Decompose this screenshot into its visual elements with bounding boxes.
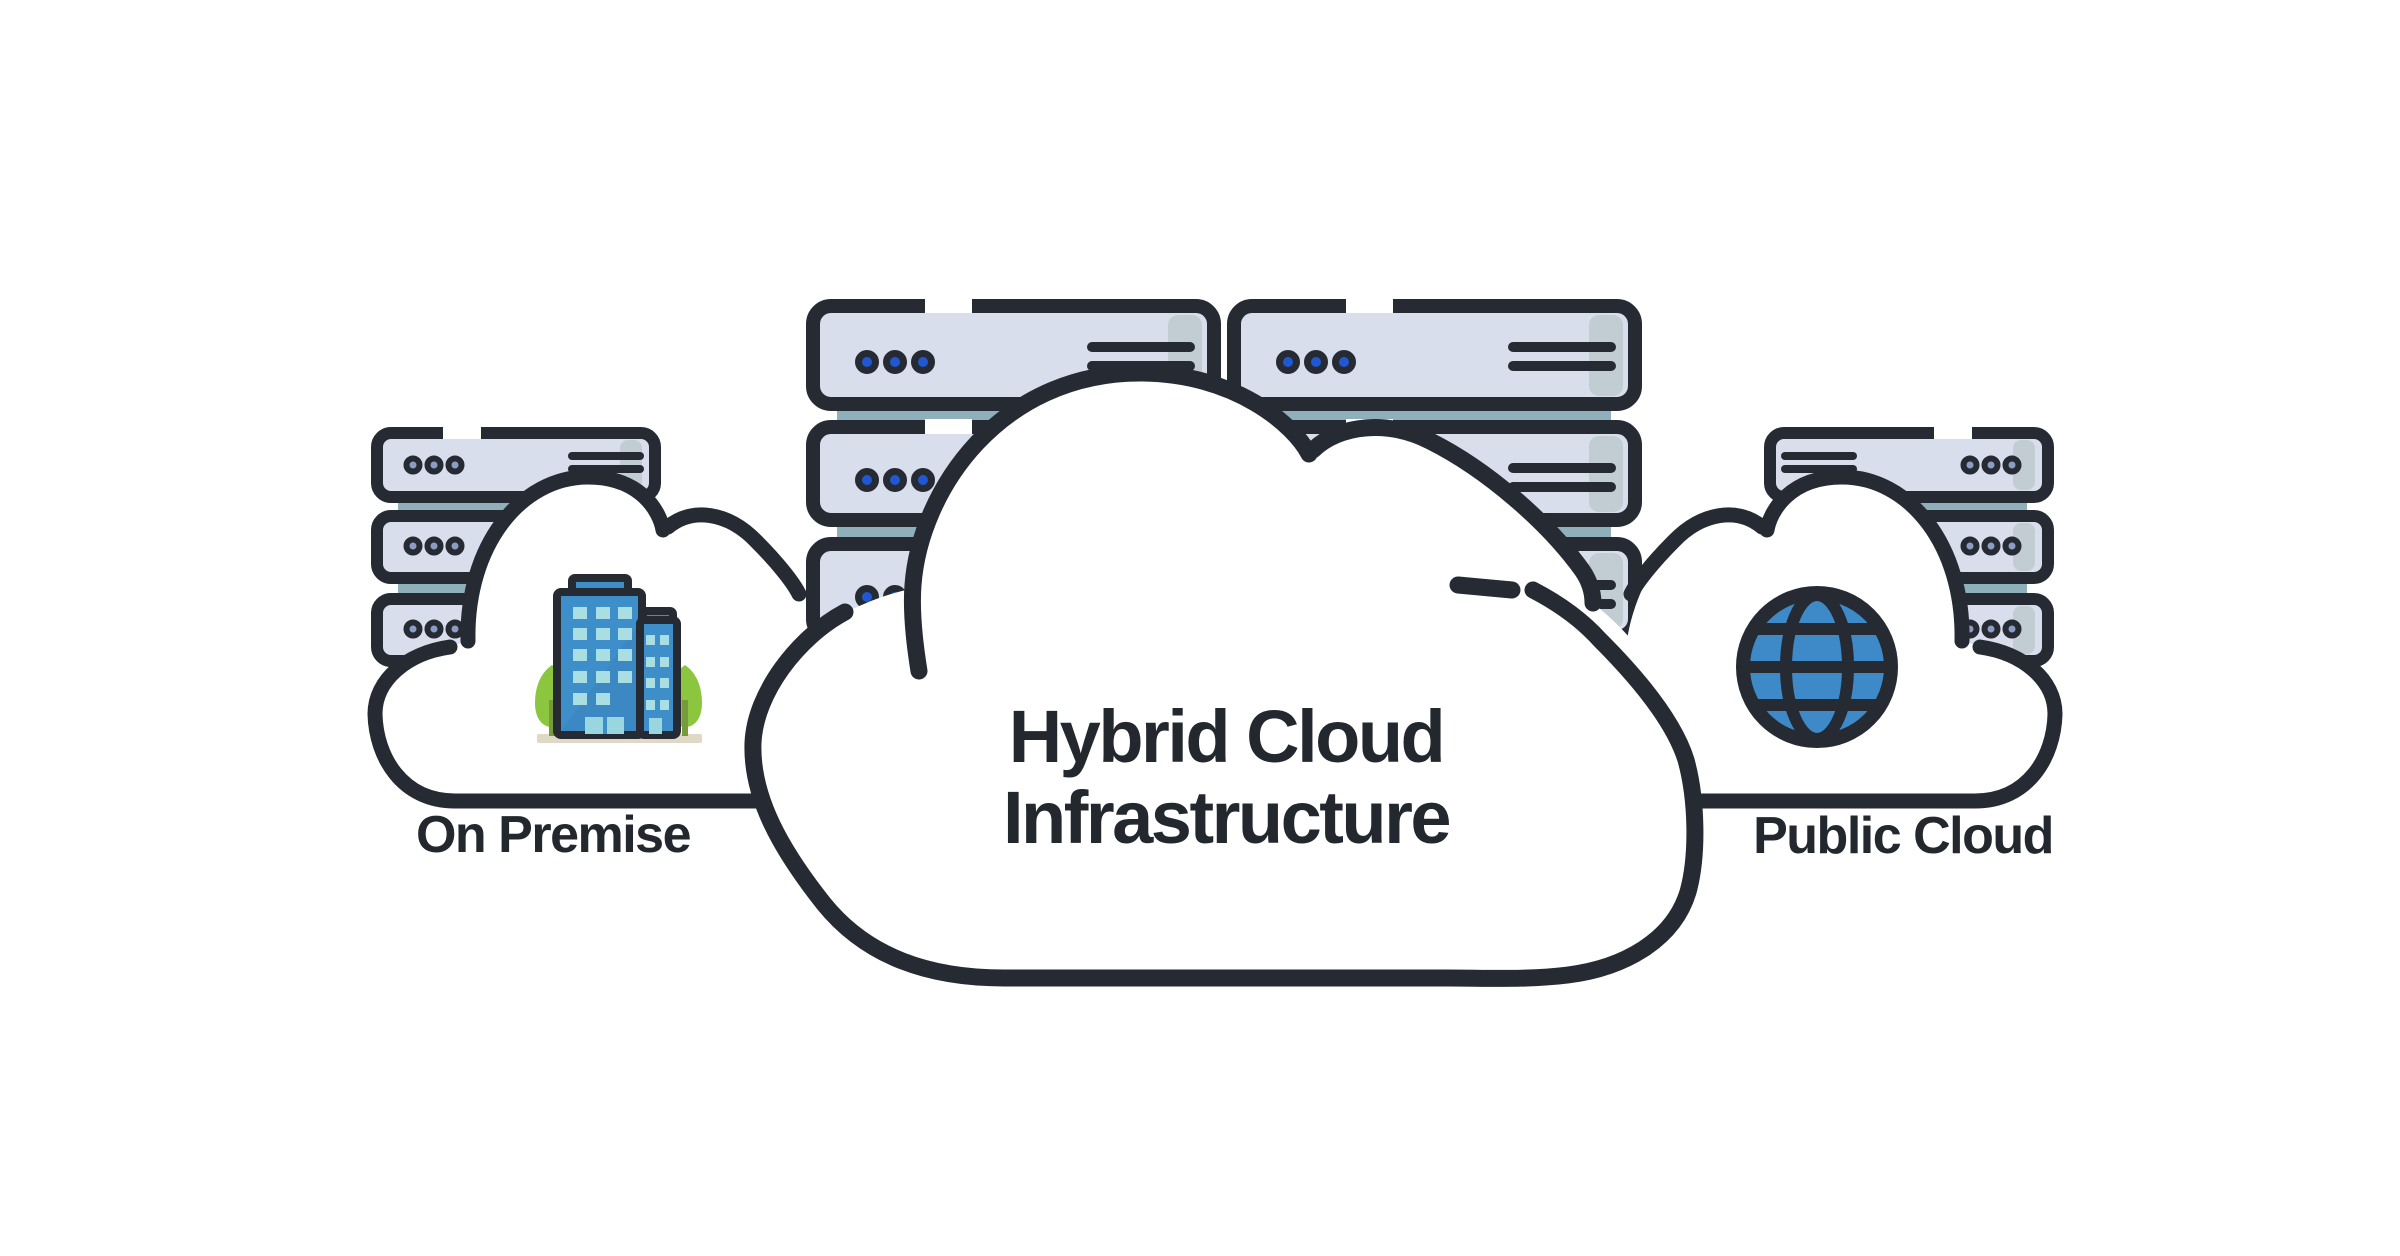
cloud-outline-hump-right <box>1304 419 1602 612</box>
cloud-shape <box>752 372 1697 980</box>
server-unit-highlight <box>2013 440 2035 490</box>
sketch-outline-gap <box>925 419 972 434</box>
led-dot <box>883 468 907 492</box>
server-unit-highlight <box>1589 315 1623 396</box>
sketch-outline-gap <box>925 298 972 313</box>
sketch-outline-gap <box>1934 426 1972 439</box>
cloud-outline-body <box>744 581 1704 987</box>
led-dot <box>883 350 907 374</box>
cloud-outline-dash <box>1449 576 1521 599</box>
public-cloud-label: Public Cloud <box>1753 807 2053 865</box>
led-dot <box>1981 536 2001 556</box>
led-dot <box>2002 619 2022 639</box>
cloud-public: Public Cloud <box>1622 469 2063 865</box>
server-unit-highlight <box>2013 606 2035 654</box>
building-door-small <box>649 718 662 734</box>
led-dot <box>424 619 444 639</box>
cloud-outline-body <box>1652 639 2063 809</box>
door-divider <box>603 717 607 734</box>
server-unit <box>1227 299 1642 411</box>
led-dot <box>445 536 465 556</box>
globe-icon <box>1736 586 1898 748</box>
cloud-outline-bump <box>1759 469 1970 649</box>
server-unit-highlight <box>1589 436 1623 512</box>
cloud-outline-bump <box>460 469 671 649</box>
led-dot <box>1276 350 1300 374</box>
led-dot <box>1981 455 2001 475</box>
led-dot <box>445 455 465 475</box>
diagram-title-line2: Infrastructure <box>1003 776 1449 859</box>
led-dot <box>1981 619 2001 639</box>
cloud-outline-bump-small <box>660 507 807 602</box>
diagram-title-line1: Hybrid Cloud <box>1009 695 1444 778</box>
building-icon <box>535 574 702 743</box>
server-unit-highlight <box>2013 523 2035 571</box>
led-dot <box>855 350 879 374</box>
led-dot <box>403 455 423 475</box>
cloud-outline-body <box>367 639 778 809</box>
sketch-outline-gap <box>1346 298 1393 313</box>
cloud-outline-hump <box>903 364 1318 680</box>
led-dot <box>855 468 879 492</box>
led-dot <box>424 455 444 475</box>
on-premise-label: On Premise <box>416 806 691 864</box>
led-dot <box>1304 350 1328 374</box>
led-dot <box>1960 455 1980 475</box>
led-dot <box>403 619 423 639</box>
cloud-on-premise: On Premise <box>367 469 808 864</box>
led-dot <box>445 619 465 639</box>
led-dot <box>1332 350 1356 374</box>
led-dot <box>2002 455 2022 475</box>
cloud-hybrid: Hybrid Cloud Infrastructure <box>744 364 1704 987</box>
tree-trunk <box>682 700 688 736</box>
led-dot <box>1960 536 1980 556</box>
building-secondary <box>636 616 681 739</box>
led-dot <box>2002 536 2022 556</box>
tree-trunk <box>549 700 555 736</box>
sketch-outline-gap <box>443 426 481 439</box>
led-dot <box>424 536 444 556</box>
cloud-outline-bump-small <box>1623 507 1770 602</box>
building-windows <box>573 607 669 710</box>
led-dot <box>911 468 935 492</box>
led-dot <box>911 350 935 374</box>
led-dot <box>403 536 423 556</box>
